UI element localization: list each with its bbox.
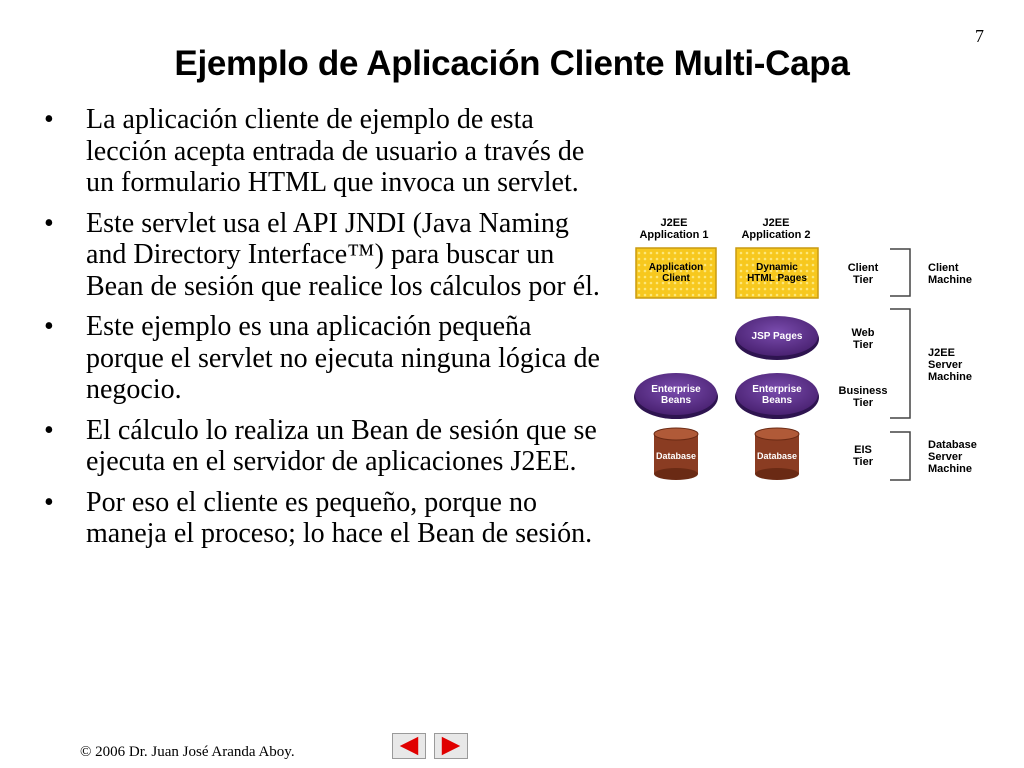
bullet-item: • Por eso el cliente es pequeño, porque n… bbox=[44, 487, 604, 550]
database-1-label: Database bbox=[656, 451, 696, 461]
server-machine-label-line1: J2EE bbox=[928, 347, 955, 359]
bullet-text: El cálculo lo realiza un Bean de sesión … bbox=[86, 414, 597, 478]
triangle-right-icon bbox=[441, 736, 461, 756]
application-client-box: Application Client bbox=[635, 247, 717, 299]
db-machine-label-line2: Server bbox=[928, 451, 963, 463]
bullet-dot: • bbox=[44, 311, 54, 342]
client-machine-bracket bbox=[890, 248, 911, 297]
web-tier-label-line2: Tier bbox=[853, 339, 874, 351]
enterprise-beans-2-label-line2: Beans bbox=[762, 395, 792, 406]
db-machine-label-line1: Database bbox=[928, 439, 977, 451]
bullet-item: • La aplicación cliente de ejemplo de est… bbox=[44, 104, 604, 199]
slide-title: Ejemplo de Aplicación Cliente Multi-Capa bbox=[174, 44, 850, 83]
bullet-text: Por eso el cliente es pequeño, porque no… bbox=[86, 486, 593, 550]
client-machine-label-line1: Client bbox=[928, 262, 959, 274]
bullet-dot: • bbox=[44, 486, 54, 518]
business-tier-label-line1: Business bbox=[839, 385, 888, 397]
copyright-symbol: © bbox=[80, 744, 92, 760]
bullet-dot: • bbox=[44, 207, 54, 239]
database-2-label: Database bbox=[757, 451, 797, 461]
dynamic-html-pages-box: Dynamic HTML Pages bbox=[735, 247, 819, 299]
previous-slide-button[interactable] bbox=[392, 733, 426, 759]
bullet-item: • Este servlet usa el API JNDI (Java Nami… bbox=[44, 208, 604, 303]
jsp-pages-oval: JSP Pages bbox=[735, 316, 819, 360]
footer-copyright: © 2006 Dr. Juan José Aranda Aboy. bbox=[80, 744, 295, 761]
app1-label-line1: J2EE bbox=[661, 217, 688, 229]
dynamic-html-label-line2: HTML Pages bbox=[747, 273, 807, 284]
enterprise-beans-2-label-line1: Enterprise bbox=[752, 384, 802, 395]
app2-label-line1: J2EE bbox=[763, 217, 790, 229]
jsp-pages-label: JSP Pages bbox=[752, 331, 803, 342]
client-tier-label-line2: Tier bbox=[853, 274, 874, 286]
bullet-text: La aplicación cliente de ejemplo de esta… bbox=[86, 104, 585, 198]
copyright-text: 2006 Dr. Juan José Aranda Aboy. bbox=[91, 744, 295, 760]
bullet-item: • El cálculo lo realiza un Bean de sesión… bbox=[44, 415, 604, 478]
db-machine-label-line3: Machine bbox=[928, 463, 972, 475]
database-cylinder-1: Database bbox=[653, 427, 699, 480]
database-machine-bracket bbox=[890, 431, 911, 481]
server-machine-label-line3: Machine bbox=[928, 371, 972, 383]
dynamic-html-label-line1: Dynamic bbox=[756, 262, 798, 273]
business-tier-label-line2: Tier bbox=[853, 397, 874, 409]
bullet-text: Este servlet usa el API JNDI (Java Namin… bbox=[86, 207, 600, 302]
server-machine-bracket bbox=[890, 308, 911, 419]
bullet-item: • Este ejemplo es una aplicación pequeña … bbox=[44, 311, 604, 406]
app1-label-line2: Application 1 bbox=[639, 229, 708, 241]
bullet-list: • La aplicación cliente de ejemplo de est… bbox=[44, 104, 604, 559]
eis-tier-label-line2: Tier bbox=[853, 456, 874, 468]
web-tier-label-line1: Web bbox=[851, 327, 874, 339]
eis-tier-label-line1: EIS bbox=[854, 444, 872, 456]
page-number: 7 bbox=[975, 26, 984, 46]
bullet-dot: • bbox=[44, 104, 54, 135]
enterprise-beans-oval-1: Enterprise Beans bbox=[634, 373, 718, 419]
client-machine-label-line2: Machine bbox=[928, 274, 972, 286]
triangle-left-icon bbox=[399, 736, 419, 756]
database-cylinder-2: Database bbox=[754, 427, 800, 480]
enterprise-beans-1-label-line1: Enterprise bbox=[651, 384, 701, 395]
next-slide-button[interactable] bbox=[434, 733, 468, 759]
bullet-dot: • bbox=[44, 414, 54, 446]
enterprise-beans-oval-2: Enterprise Beans bbox=[735, 373, 819, 419]
enterprise-beans-1-label-line2: Beans bbox=[661, 395, 691, 406]
application-client-label-line1: Application bbox=[649, 262, 703, 273]
client-tier-label-line1: Client bbox=[848, 262, 879, 274]
bullet-text: Este ejemplo es una aplicación pequeña p… bbox=[86, 311, 600, 405]
application-client-label-line2: Client bbox=[662, 273, 690, 284]
app2-label-line2: Application 2 bbox=[741, 229, 810, 241]
server-machine-label-line2: Server bbox=[928, 359, 963, 371]
multitier-diagram: J2EE Application 1 J2EE Application 2 Ap… bbox=[634, 217, 977, 481]
